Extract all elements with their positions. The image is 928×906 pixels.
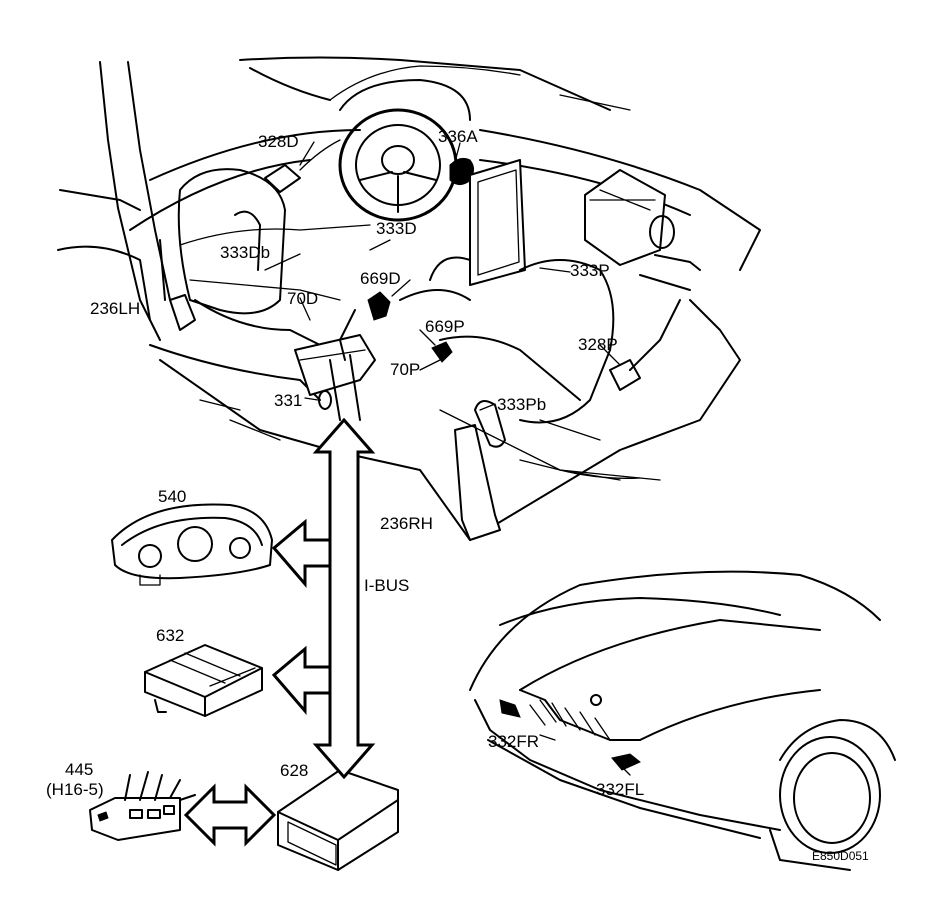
label-70P: 70P [390, 360, 420, 379]
airbag-module-icon [584, 169, 701, 291]
sensing-module-icon [277, 769, 399, 871]
label-628: 628 [280, 761, 308, 780]
figure-code: E850D051 [812, 849, 869, 863]
label-236LH: 236LH [90, 299, 140, 318]
label-333D: 333D [376, 219, 417, 238]
label-632: 632 [156, 626, 184, 645]
label-445: 445 [65, 760, 93, 779]
connector-icon [89, 771, 196, 841]
label-70D: 70D [287, 289, 318, 308]
car-front-icon [469, 570, 896, 871]
label-ibus: I-BUS [364, 576, 409, 595]
component-labels: 328D 336A 333Db 333D 669D 333P 70D 236LH… [46, 127, 869, 863]
steering-wheel-icon [338, 79, 471, 222]
label-332FL: 332FL [596, 780, 644, 799]
vehicle-interior-drawing [57, 56, 761, 541]
label-333Pb: 333Pb [497, 395, 546, 414]
label-333P: 333P [570, 261, 610, 280]
label-332FR: 332FR [488, 732, 539, 751]
label-333Db: 333Db [220, 243, 270, 262]
ibus-arrows [183, 417, 376, 847]
label-328D: 328D [258, 132, 299, 151]
label-336A: 336A [438, 127, 478, 146]
label-669D: 669D [360, 269, 401, 288]
label-328P: 328P [578, 335, 618, 354]
label-669P: 669P [425, 317, 465, 336]
label-h16-5: (H16-5) [46, 780, 104, 799]
label-331: 331 [274, 391, 302, 410]
control-module-icon [144, 644, 263, 717]
label-540: 540 [158, 487, 186, 506]
instrument-cluster-icon [111, 503, 273, 586]
label-236RH: 236RH [380, 514, 433, 533]
